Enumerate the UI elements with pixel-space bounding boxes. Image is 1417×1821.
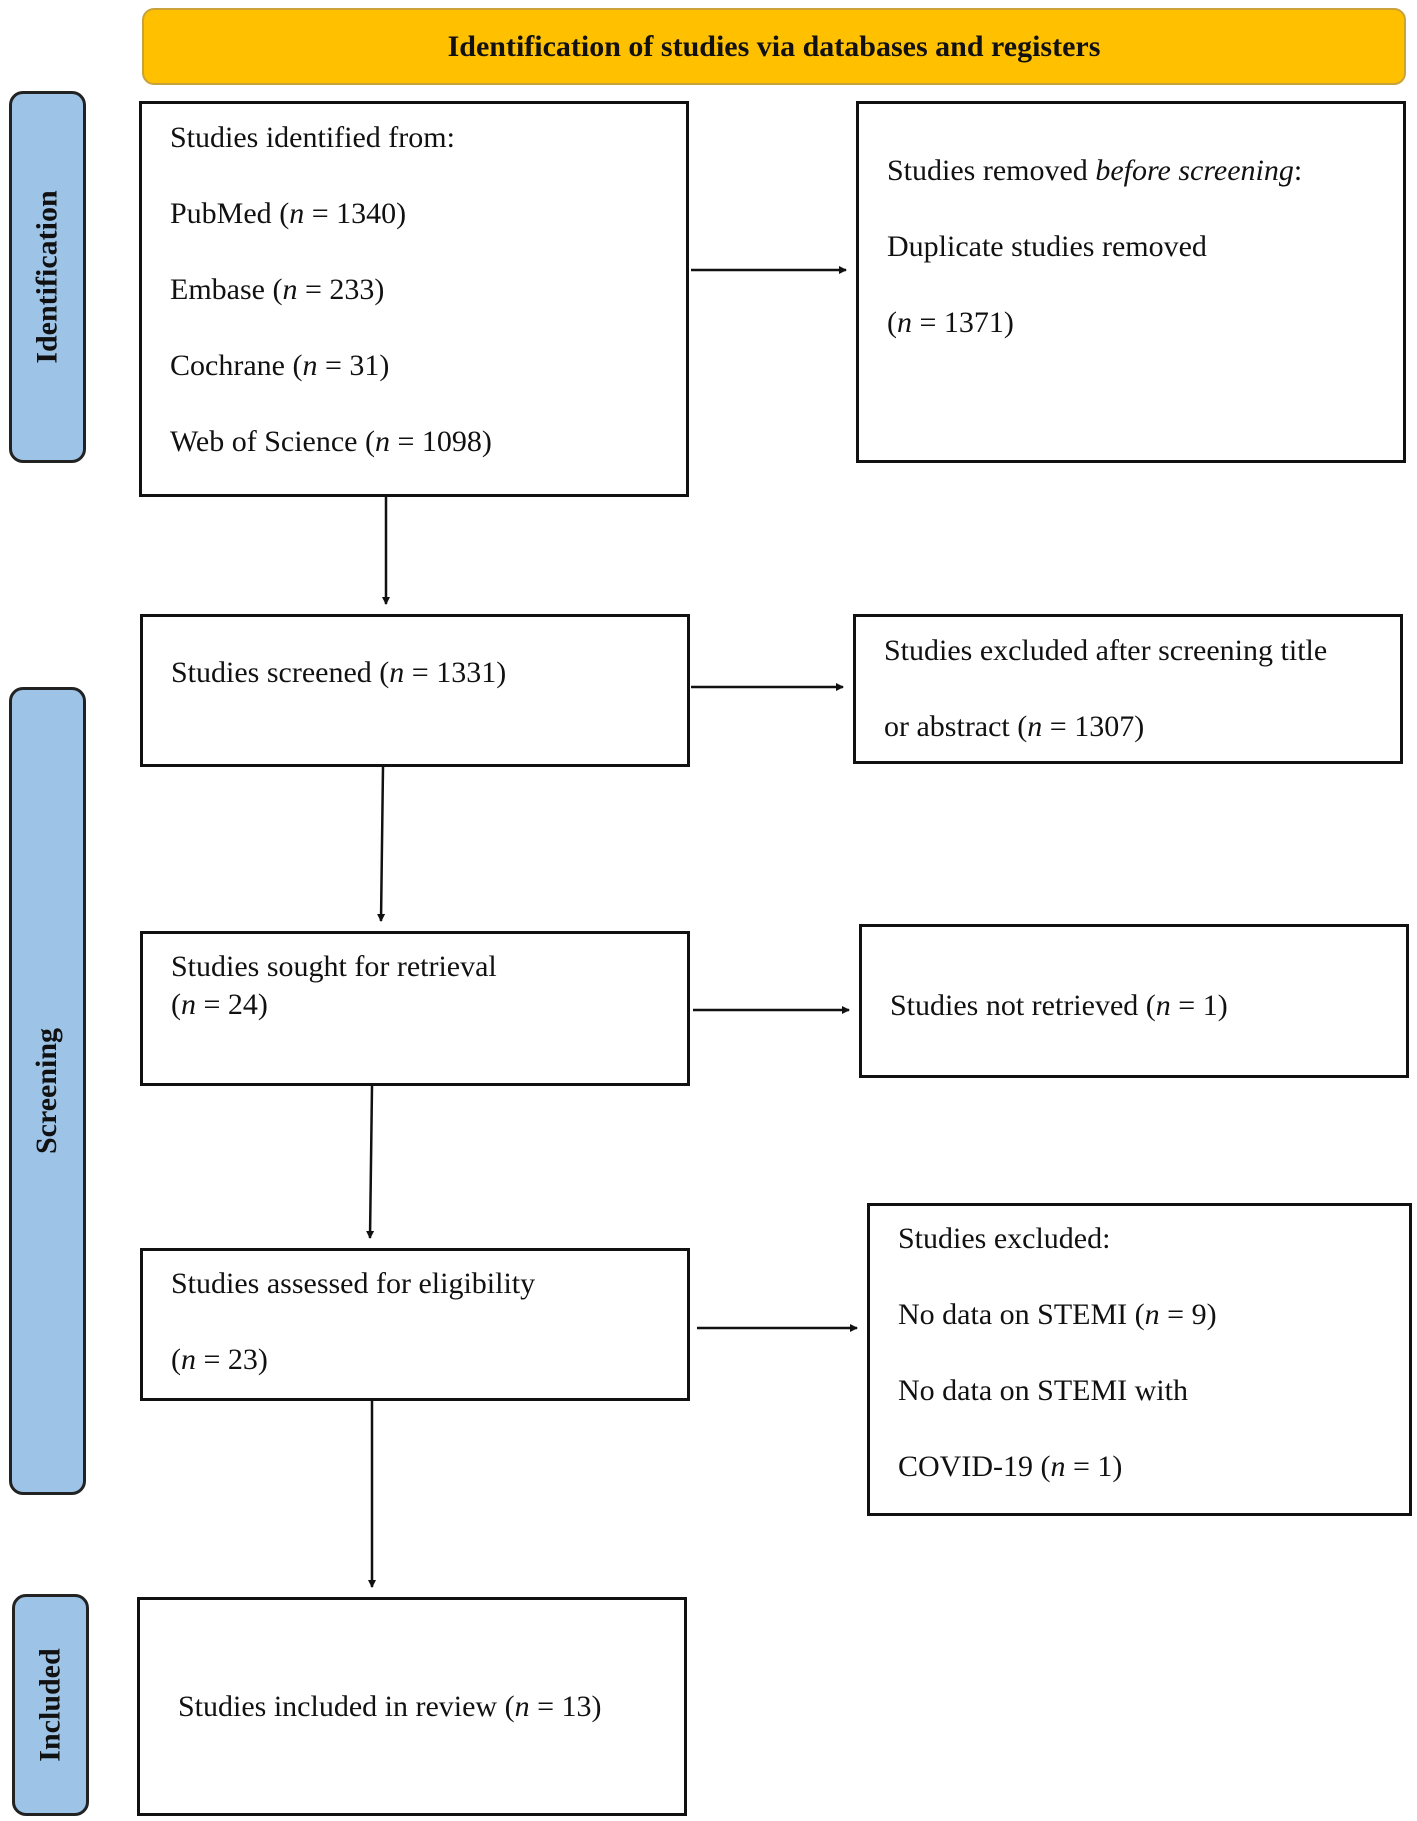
removed-count: (n = 1371) [887, 306, 1014, 339]
excluded-title-line2: or abstract (n = 1307) [884, 710, 1145, 743]
identified-web-of-science: Web of Science (n = 1098) [170, 425, 492, 458]
excluded-reason-2-line2: COVID-19 (n = 1) [898, 1450, 1123, 1483]
studies-removed-box: Studies removed before screening: Duplic… [856, 101, 1406, 463]
studies-excluded-box: Studies excluded: No data on STEMI (n = … [867, 1203, 1412, 1516]
phase-included: Included [12, 1594, 89, 1816]
removed-heading: Studies removed before screening: [887, 154, 1303, 187]
identification-banner: Identification of studies via databases … [142, 8, 1406, 85]
included-label: Studies included in review (n = 13) [178, 1690, 602, 1723]
arrow-sought-to-assessed [366, 1085, 375, 1239]
not-retrieved-box: Studies not retrieved (n = 1) [859, 924, 1409, 1078]
identified-pubmed: PubMed (n = 1340) [170, 197, 407, 230]
assessed-count: (n = 23) [171, 1343, 268, 1376]
banner-title: Identification of studies via databases … [447, 29, 1101, 63]
phase-screening: Screening [9, 687, 86, 1495]
phase-identification: Identification [9, 91, 86, 463]
studies-included-box: Studies included in review (n = 13) [137, 1597, 687, 1816]
identified-heading: Studies identified from: [170, 121, 455, 154]
sought-label: Studies sought for retrieval [171, 950, 497, 983]
studies-identified-box: Studies identified from: PubMed (n = 134… [139, 101, 689, 497]
studies-screened-box: Studies screened (n = 1331) [140, 614, 690, 767]
excluded-reason-2-line1: No data on STEMI with [898, 1374, 1188, 1407]
excluded-after-screening-box: Studies excluded after screening title o… [853, 614, 1403, 764]
arrow-screened-to-sought [377, 766, 386, 922]
excluded-reason-1: No data on STEMI (n = 9) [898, 1298, 1217, 1331]
identified-cochrane: Cochrane (n = 31) [170, 349, 390, 382]
studies-assessed-box: Studies assessed for eligibility (n = 23… [140, 1248, 690, 1401]
studies-sought-box: Studies sought for retrieval (n = 24) [140, 931, 690, 1086]
assessed-label: Studies assessed for eligibility [171, 1267, 536, 1300]
sought-count: (n = 24) [171, 988, 268, 1021]
identified-embase: Embase (n = 233) [170, 273, 385, 306]
screened-label: Studies screened (n = 1331) [171, 656, 507, 689]
excluded-heading: Studies excluded: [898, 1222, 1111, 1255]
not-retrieved-label: Studies not retrieved (n = 1) [890, 989, 1228, 1022]
excluded-title-line1: Studies excluded after screening title [884, 634, 1328, 667]
removed-duplicates: Duplicate studies removed [887, 230, 1207, 263]
